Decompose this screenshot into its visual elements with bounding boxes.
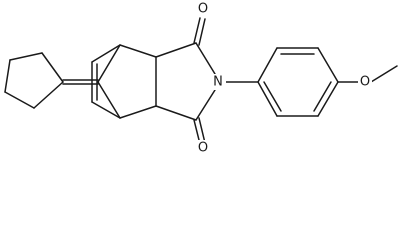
- molecule-structure: O O N O: [4, 0, 398, 156]
- atom-n-imide: N: [211, 74, 226, 90]
- carbonyl-bonds: [193, 17, 206, 145]
- cyclopentylidene-ring: [4, 52, 64, 109]
- methoxy-group: [337, 65, 398, 83]
- bicyclic-core: [91, 44, 157, 119]
- methoxyphenyl-ring: [257, 47, 339, 117]
- svg-text:O: O: [198, 2, 208, 17]
- atom-o-methoxy: O: [358, 74, 372, 90]
- svg-text:N: N: [213, 75, 223, 90]
- svg-text:O: O: [198, 141, 208, 156]
- atom-o-bottom: O: [196, 140, 210, 156]
- atom-o-top: O: [196, 0, 210, 17]
- svg-text:O: O: [360, 75, 370, 90]
- imide-ring: [155, 42, 216, 121]
